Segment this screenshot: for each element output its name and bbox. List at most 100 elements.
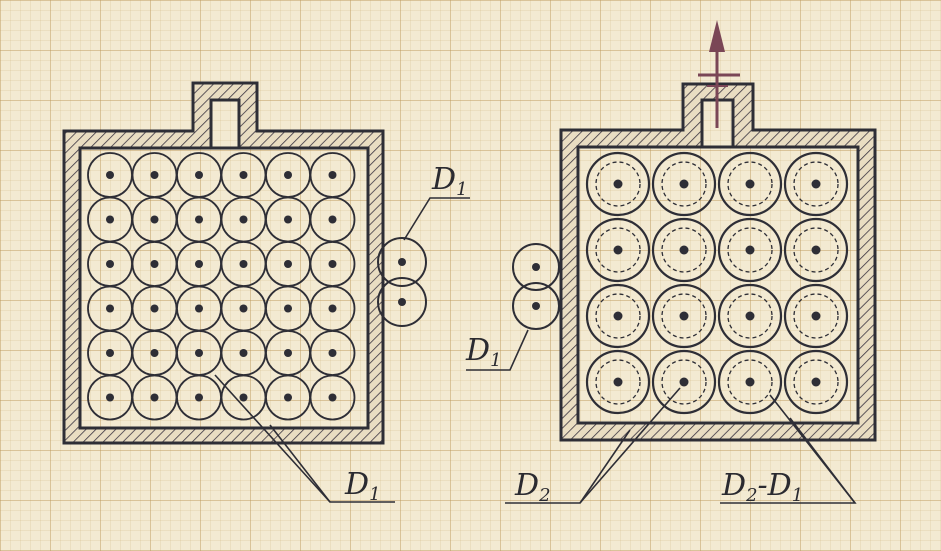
particle-center bbox=[150, 171, 159, 179]
particle-inner-dashed bbox=[661, 227, 707, 273]
label-subscript: 1 bbox=[456, 179, 467, 200]
left-particle-grid bbox=[87, 152, 356, 421]
particle-center bbox=[679, 377, 689, 387]
label-right-diff: D2-D1 bbox=[721, 468, 803, 506]
particle-inner-dashed bbox=[595, 227, 641, 273]
particle-center bbox=[239, 171, 248, 179]
particle-center bbox=[284, 304, 292, 313]
svg-text:D1: D1 bbox=[465, 333, 502, 371]
label-left-bottom: D1 bbox=[344, 467, 381, 505]
particle-inner-dashed bbox=[661, 293, 707, 339]
svg-text:D1: D1 bbox=[431, 162, 468, 200]
particle-inner-dashed bbox=[595, 161, 641, 207]
particle-large bbox=[651, 151, 717, 217]
particle-center bbox=[811, 377, 821, 387]
particle-large bbox=[651, 217, 717, 283]
particle-center bbox=[679, 245, 689, 255]
leader-lines bbox=[214, 197, 857, 504]
particle-center bbox=[195, 393, 203, 402]
particle-center bbox=[328, 215, 337, 224]
label-subscript: 2 bbox=[538, 485, 550, 506]
particle-large bbox=[585, 283, 651, 349]
particle-large bbox=[717, 217, 783, 283]
particle-center bbox=[613, 311, 623, 321]
particle-center bbox=[239, 304, 248, 313]
particle-center bbox=[106, 171, 114, 179]
particle-inner-dashed bbox=[793, 359, 839, 405]
particle-large bbox=[783, 217, 849, 283]
particle-large bbox=[783, 151, 849, 217]
particle-center bbox=[106, 304, 114, 313]
label-subscript-2: 2 bbox=[745, 485, 757, 506]
sample-particle-center bbox=[398, 258, 406, 266]
particle-large bbox=[585, 349, 651, 415]
particle-center bbox=[284, 260, 292, 268]
sample-particle bbox=[377, 277, 427, 327]
svg-text:D2: D2 bbox=[514, 468, 551, 506]
particle-center bbox=[239, 349, 248, 357]
label-left-outside: D1 bbox=[431, 162, 468, 200]
particle-center bbox=[328, 349, 337, 357]
particle-center bbox=[613, 245, 623, 255]
particle-center bbox=[745, 245, 755, 255]
svg-text:D1: D1 bbox=[344, 467, 381, 505]
particle-center bbox=[811, 245, 821, 255]
outlet-arrow-icon bbox=[698, 20, 740, 128]
particle-center bbox=[745, 311, 755, 321]
particle-inner-dashed bbox=[793, 293, 839, 339]
svg-text:D2-D1: D2-D1 bbox=[721, 468, 803, 506]
particle-center bbox=[328, 171, 337, 179]
leader-right-diff-2 bbox=[789, 417, 856, 504]
particle-center bbox=[239, 393, 248, 402]
leader-right-outside bbox=[466, 329, 529, 371]
particle-center bbox=[106, 260, 114, 268]
sample-particle bbox=[377, 237, 427, 287]
particle-center bbox=[328, 393, 337, 402]
sample-particle-center bbox=[532, 263, 540, 271]
particle-center bbox=[613, 179, 623, 189]
particle-inner-dashed bbox=[727, 293, 773, 339]
particle-large bbox=[717, 151, 783, 217]
particle-center bbox=[106, 349, 114, 357]
label-dash-d: -D bbox=[758, 468, 792, 503]
particle-large bbox=[717, 283, 783, 349]
particle-center bbox=[613, 377, 623, 387]
leader-left-outside bbox=[403, 197, 470, 241]
label-right-outside: D1 bbox=[465, 333, 502, 371]
left-container bbox=[62, 81, 385, 445]
particle-large bbox=[783, 349, 849, 415]
particle-inner-dashed bbox=[793, 227, 839, 273]
particle-center bbox=[284, 393, 292, 402]
particle-large bbox=[585, 151, 651, 217]
particle-inner-dashed bbox=[793, 161, 839, 207]
particle-center bbox=[106, 215, 114, 224]
particle-center bbox=[150, 260, 159, 268]
sample-particle-center bbox=[532, 302, 540, 310]
particle-large bbox=[783, 283, 849, 349]
sample-particle bbox=[512, 282, 560, 330]
particle-center bbox=[679, 311, 689, 321]
particle-center bbox=[195, 215, 203, 224]
particle-inner-dashed bbox=[727, 227, 773, 273]
particle-center bbox=[150, 349, 159, 357]
sample-particle bbox=[512, 243, 560, 291]
label-main: D bbox=[431, 162, 456, 197]
particle-inner-dashed bbox=[595, 293, 641, 339]
particle-large bbox=[651, 349, 717, 415]
label-main: D bbox=[514, 468, 539, 503]
label-subscript: 1 bbox=[490, 350, 501, 371]
particle-center bbox=[811, 311, 821, 321]
label-main: D bbox=[344, 467, 369, 502]
particle-center bbox=[284, 171, 292, 179]
particle-center bbox=[106, 393, 114, 402]
left-sample-particles bbox=[377, 237, 427, 327]
particle-center bbox=[284, 215, 292, 224]
particle-center bbox=[195, 349, 203, 357]
particle-center bbox=[195, 304, 203, 313]
particle-large bbox=[651, 283, 717, 349]
label-subscript-1: 1 bbox=[792, 485, 803, 506]
right-container bbox=[559, 82, 877, 442]
right-container-wall bbox=[559, 82, 877, 442]
particle-center bbox=[745, 179, 755, 189]
